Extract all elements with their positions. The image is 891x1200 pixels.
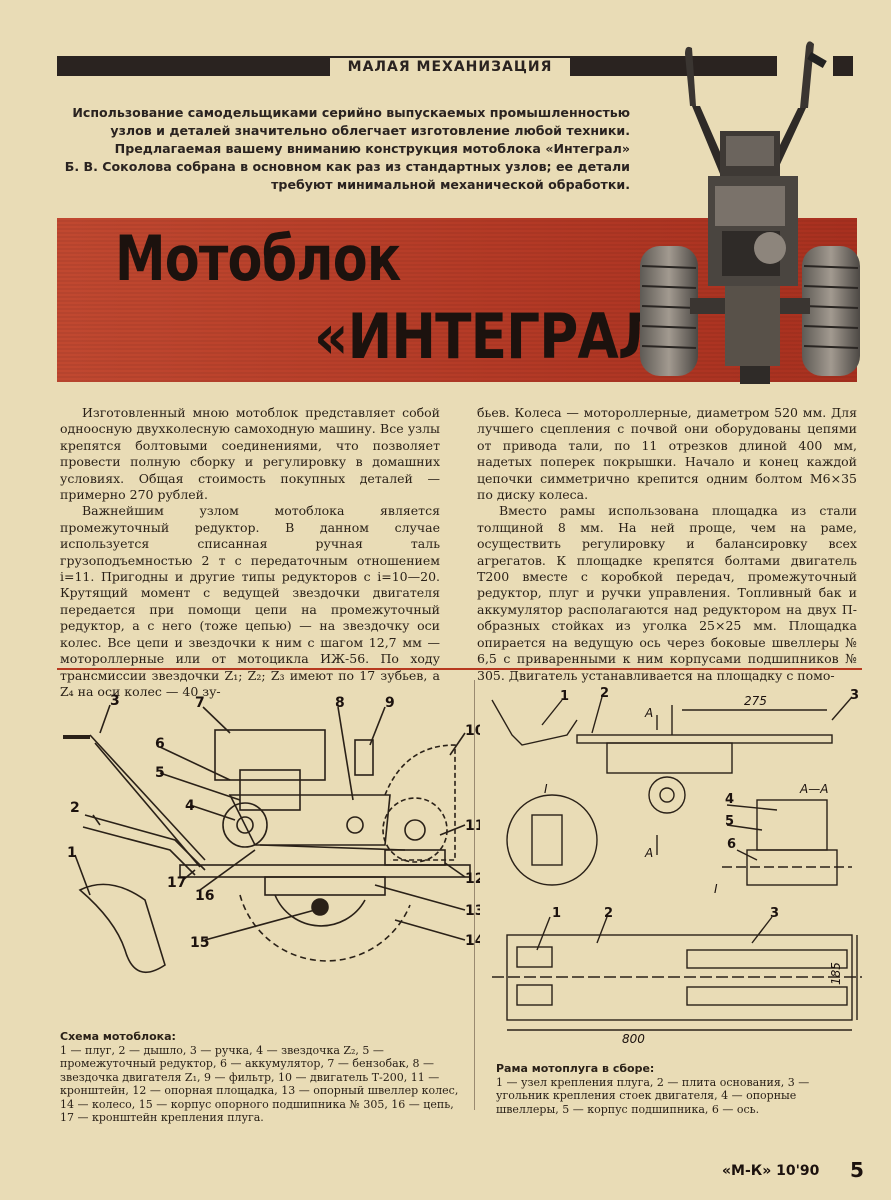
scheme-label: 7 — [195, 695, 205, 711]
intro-line: Использование самодельщиками серийно вып… — [72, 105, 630, 120]
frame-caption-text: 1 — узел крепления плуга, 2 — плита осно… — [496, 1075, 810, 1116]
intro-line: Предлагаемая вашему вниманию конструкция… — [114, 141, 630, 156]
frame-label: 5 — [725, 814, 734, 829]
section-mark: I — [544, 782, 548, 796]
section-divider — [57, 668, 862, 670]
frame-assembly-figure: 1 2 3 4 5 6 1 2 3 A A A—A I I 275 185 80… — [491, 686, 862, 1046]
dimension-label: 275 — [744, 694, 767, 708]
dimension-label: 185 — [829, 962, 843, 985]
section-mark: A — [644, 706, 653, 720]
motoblock-photo — [640, 41, 860, 384]
scheme-label: 5 — [155, 765, 165, 781]
scheme-label: 11 — [465, 818, 480, 834]
scheme-caption: Схема мотоблока: 1 — плуг, 2 — дышло, 3 … — [60, 1030, 465, 1125]
frame-label: 2 — [604, 906, 613, 921]
section-header-tail — [833, 56, 853, 76]
section-mark: A—A — [799, 782, 828, 796]
scheme-label: 17 — [167, 875, 186, 891]
frame-caption: Рама мотоплуга в сборе: 1 — узел креплен… — [496, 1062, 861, 1116]
scheme-label: 2 — [70, 800, 80, 816]
dimension-label: 800 — [622, 1032, 645, 1046]
scheme-caption-text: 1 — плуг, 2 — дышло, 3 — ручка, 4 — звез… — [60, 1043, 459, 1125]
section-mark: I — [714, 882, 718, 896]
scheme-label: 13 — [465, 903, 480, 919]
article-title-line-2: «ИНТЕГРАЛ» — [314, 300, 696, 373]
scheme-label: 1 — [67, 845, 77, 861]
scheme-label: 9 — [385, 695, 395, 711]
article-paragraph: Вместо рамы использована площадка из ста… — [477, 503, 857, 683]
article-paragraph: Важнейшим узлом мотоблока является проме… — [60, 503, 440, 699]
scheme-label: 3 — [110, 693, 120, 709]
scheme-label: 4 — [185, 798, 195, 814]
scheme-label: 16 — [195, 888, 214, 904]
scheme-label: 14 — [465, 933, 480, 949]
article-paragraph: бьев. Колеса — мотороллерные, диаметром … — [477, 405, 857, 503]
section-mark: A — [644, 846, 653, 860]
article-column-left: Изготовленный мною мотоблок представляет… — [60, 405, 440, 700]
frame-label: 1 — [552, 906, 561, 921]
frame-label: 6 — [727, 837, 736, 852]
frame-label: 1 — [560, 689, 569, 704]
frame-label: 3 — [770, 906, 779, 921]
frame-caption-title: Рама мотоплуга в сборе: — [496, 1062, 655, 1075]
scheme-label: 15 — [190, 935, 209, 951]
scheme-label: 8 — [335, 695, 345, 711]
frame-label: 3 — [850, 688, 859, 703]
intro-line: Б. В. Соколова собрана в основном как ра… — [64, 159, 630, 174]
motoblock-scheme-figure: 1 2 3 4 5 6 7 8 9 10 11 12 13 14 15 16 1… — [63, 693, 480, 974]
article-column-right: бьев. Колеса — мотороллерные, диаметром … — [477, 405, 857, 684]
intro-lead: Использование самодельщиками серийно вып… — [60, 104, 630, 194]
magazine-issue: «М-К» 10'90 — [722, 1163, 820, 1179]
scheme-label: 6 — [155, 736, 165, 752]
figure-divider — [474, 680, 475, 1110]
intro-line: требуют минимальной механической обработ… — [271, 177, 630, 192]
section-title: МАЛАЯ МЕХАНИЗАЦИЯ — [330, 58, 570, 76]
article-paragraph: Изготовленный мною мотоблок представляет… — [60, 405, 440, 503]
intro-line: узлов и деталей значительно облегчает из… — [110, 123, 630, 138]
page-number: 5 — [850, 1158, 864, 1182]
frame-label: 2 — [600, 686, 609, 701]
frame-label: 4 — [725, 792, 734, 807]
scheme-label: 12 — [465, 871, 480, 887]
scheme-caption-title: Схема мотоблока: — [60, 1030, 176, 1043]
scheme-label: 10 — [465, 723, 480, 739]
article-title-line-1: Мотоблок — [115, 222, 401, 295]
